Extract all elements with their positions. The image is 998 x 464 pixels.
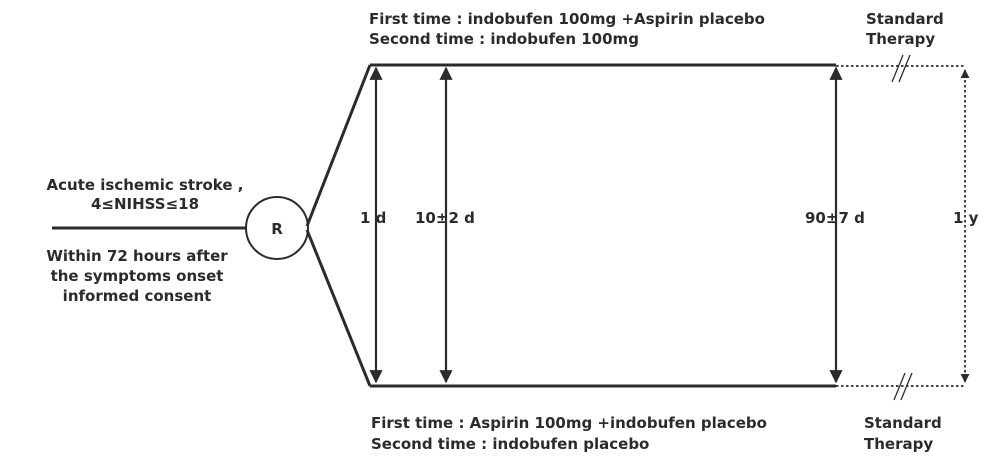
upper-followup-label-line-2: Therapy bbox=[866, 30, 935, 48]
upper-followup-label-line-1: Standard bbox=[866, 10, 944, 28]
lower-followup-label-line-2: Therapy bbox=[864, 435, 933, 453]
lower-break-mark bbox=[893, 372, 913, 401]
entry-timing-line-3: informed consent bbox=[63, 287, 212, 305]
upper-arm-second-dose: Second time : indobufen 100mg bbox=[369, 30, 639, 48]
entry-criteria-line-1: Acute ischemic stroke , bbox=[47, 176, 244, 194]
randomization-node bbox=[245, 196, 309, 260]
lower-followup-label-line-1: Standard bbox=[864, 414, 942, 432]
entry-timing-line-2: the symptoms onset bbox=[51, 267, 224, 285]
entry-timing-line-1: Within 72 hours after bbox=[46, 247, 228, 265]
randomization-label: R bbox=[271, 220, 283, 238]
lower-branch-line bbox=[305, 229, 372, 387]
timepoint-label-90d: 90±7 d bbox=[805, 209, 865, 227]
timepoint-label-10d: 10±2 d bbox=[415, 209, 475, 227]
upper-break-mark bbox=[891, 54, 911, 83]
timepoint-label-1d: 1 d bbox=[360, 209, 386, 227]
timepoint-label-1y: 1 y bbox=[953, 209, 979, 227]
entry-criteria-line-2: 4≤NIHSS≤18 bbox=[91, 195, 199, 213]
lower-arm-second-dose: Second time : indobufen placebo bbox=[371, 435, 649, 453]
upper-arm-first-dose: First time : indobufen 100mg +Aspirin pl… bbox=[369, 10, 765, 28]
lower-arm-first-dose: First time : Aspirin 100mg +indobufen pl… bbox=[371, 414, 767, 432]
upper-branch-line bbox=[305, 64, 372, 227]
